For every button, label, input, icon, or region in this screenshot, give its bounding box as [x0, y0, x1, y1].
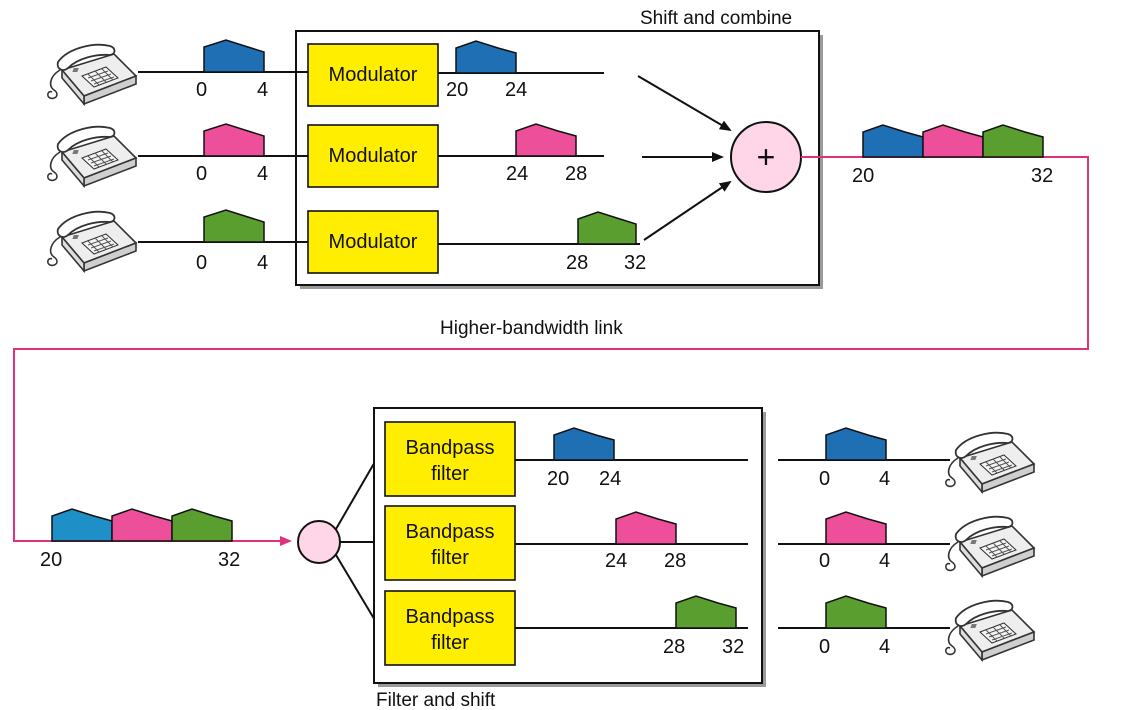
split-line — [335, 459, 377, 530]
input-spectrum-2 — [203, 123, 265, 157]
telephone-icon — [944, 431, 1035, 493]
output-spectrum-3 — [825, 595, 887, 629]
bandpass-filter-box: Bandpass filter — [384, 421, 516, 497]
filter-label: filter — [431, 547, 469, 569]
output-range-start: 0 — [819, 550, 830, 572]
modulator-label: Modulator — [329, 231, 418, 253]
modulator-box: Modulator — [307, 210, 439, 274]
input-range-end: 4 — [257, 79, 268, 101]
telephone-icon — [944, 599, 1035, 661]
shifted-range-start: 20 — [446, 79, 468, 101]
filter-label: filter — [431, 632, 469, 654]
bandpass-label: Bandpass — [406, 437, 495, 459]
output-range-end: 4 — [879, 550, 890, 572]
bandpass-filter-box: Bandpass filter — [384, 505, 516, 581]
combine-arrow — [637, 75, 732, 132]
plus-icon: + — [757, 139, 776, 175]
combined-range-end: 32 — [1031, 165, 1053, 187]
output-spectrum-1 — [825, 427, 887, 461]
shifted-spectrum-2 — [515, 123, 577, 157]
filtered-range-end: 32 — [722, 636, 744, 658]
input-range-start: 0 — [196, 252, 207, 274]
shifted-range-end: 28 — [565, 163, 587, 185]
telephone-icon — [944, 515, 1035, 577]
input-range-end: 4 — [257, 163, 268, 185]
shifted-range-end: 24 — [505, 79, 527, 101]
filtered-spectrum-3 — [675, 595, 737, 629]
bandpass-filter-box: Bandpass filter — [384, 590, 516, 666]
shifted-spectrum-1 — [455, 40, 517, 74]
filter-and-shift-title: Filter and shift — [376, 690, 496, 710]
modulator-box: Modulator — [307, 43, 439, 107]
output-range-start: 0 — [819, 636, 830, 658]
input-spectrum-3 — [203, 209, 265, 243]
filtered-range-start: 20 — [547, 468, 569, 490]
input-range-end: 32 — [218, 549, 240, 571]
combine-arrow — [643, 180, 732, 241]
filtered-spectrum-1 — [553, 427, 615, 461]
combiner-node: + — [730, 121, 802, 193]
combined-spectrum-top — [862, 124, 1044, 158]
modulator-label: Modulator — [329, 145, 418, 167]
filtered-spectrum-2 — [615, 511, 677, 545]
split-line — [335, 554, 377, 623]
input-range-end: 4 — [257, 252, 268, 274]
telephone-icon — [46, 43, 137, 105]
shift-and-combine-title: Shift and combine — [640, 8, 792, 29]
filtered-range-start: 24 — [605, 550, 627, 572]
output-range-end: 4 — [879, 468, 890, 490]
output-spectrum-2 — [825, 511, 887, 545]
output-range-end: 4 — [879, 636, 890, 658]
link-label: Higher-bandwidth link — [440, 318, 623, 339]
splitter-node — [297, 520, 341, 564]
filter-label: filter — [431, 463, 469, 485]
telephone-icon — [46, 125, 137, 187]
combined-spectrum-bottom — [51, 508, 233, 542]
shifted-range-end: 32 — [624, 252, 646, 274]
input-spectrum-1 — [203, 39, 265, 73]
input-range-start: 0 — [196, 79, 207, 101]
input-range-start: 20 — [40, 549, 62, 571]
filtered-range-end: 28 — [664, 550, 686, 572]
output-range-start: 0 — [819, 468, 830, 490]
modulator-label: Modulator — [329, 64, 418, 86]
shifted-spectrum-3 — [577, 211, 637, 245]
telephone-icon — [46, 210, 137, 272]
input-range-start: 0 — [196, 163, 207, 185]
combined-range-start: 20 — [852, 165, 874, 187]
filtered-range-end: 24 — [599, 468, 621, 490]
shifted-range-start: 28 — [566, 252, 588, 274]
shifted-range-start: 24 — [506, 163, 528, 185]
bandpass-label: Bandpass — [406, 521, 495, 543]
modulator-box: Modulator — [307, 124, 439, 188]
bandpass-label: Bandpass — [406, 606, 495, 628]
filtered-range-start: 28 — [663, 636, 685, 658]
